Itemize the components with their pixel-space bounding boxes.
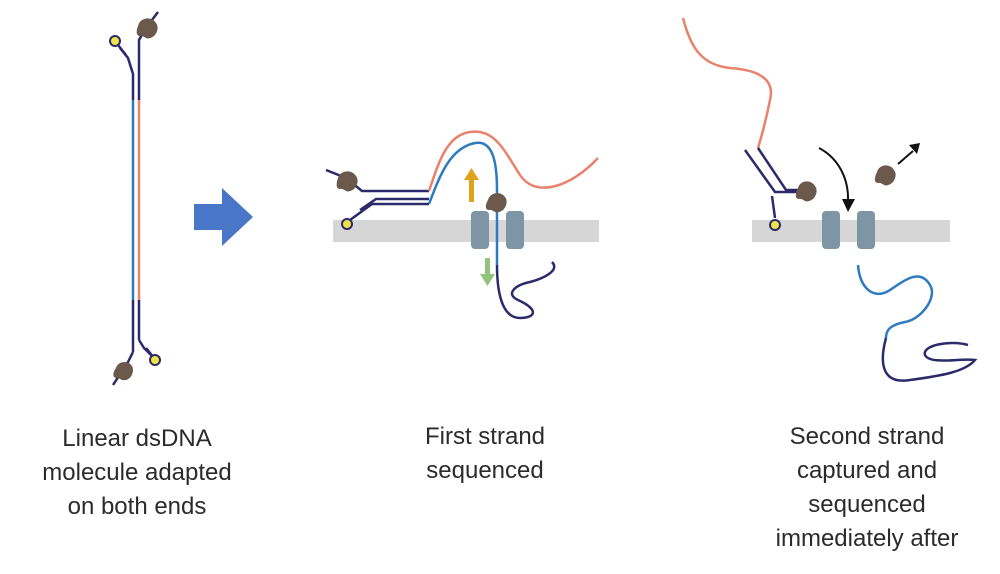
panel-2-first-strand: [325, 130, 599, 320]
strand-dark-c: [770, 195, 777, 219]
motor-protein-left: [336, 171, 358, 192]
caption-line: immediately after: [775, 525, 959, 552]
caption-line: First strand: [424, 423, 546, 450]
strand-left-top: [119, 47, 135, 100]
tether: [769, 219, 781, 231]
motor-protein-bottom: [113, 362, 134, 381]
transition-arrow-icon: [194, 188, 253, 246]
motor-protein-released: [874, 165, 896, 186]
dark-strand-below: [881, 337, 978, 382]
caption-line: Linear dsDNA: [62, 425, 212, 452]
caption-line: on both ends: [67, 493, 207, 520]
caption-line: sequenced: [426, 457, 544, 484]
tether-bottom: [149, 354, 161, 366]
nanopore-left: [471, 211, 489, 249]
up-arrow-icon: [469, 178, 474, 202]
strand-dark-a: [756, 147, 800, 192]
down-arrow-head: [480, 274, 495, 286]
release-arrow-icon: [897, 150, 914, 165]
nanopore-right: [506, 211, 524, 249]
tether: [341, 218, 353, 230]
dark-strand-exit: [495, 261, 556, 320]
caption-panel-1: Linear dsDNA molecule adapted on both en…: [22, 422, 252, 524]
caption-line: captured and: [796, 457, 938, 484]
strand-adapter-lower: [349, 202, 429, 222]
up-arrow-head: [464, 168, 479, 180]
nanopore-left: [822, 211, 840, 249]
blue-strand-below: [856, 264, 934, 339]
caption-line: Second strand: [789, 423, 945, 450]
caption-panel-2: First strand sequenced: [385, 420, 585, 488]
membrane: [752, 220, 950, 242]
panel-1-linear-dsdna: [109, 11, 161, 386]
membrane: [333, 220, 599, 242]
adapter-top: [117, 44, 127, 56]
blue-strand: [427, 141, 499, 265]
caption-panel-3: Second strand captured and sequenced imm…: [752, 420, 982, 556]
salmon-strand: [427, 130, 599, 192]
salmon-strand: [681, 17, 773, 149]
down-arrow-icon: [485, 258, 490, 276]
motor-protein-pore: [485, 193, 507, 213]
strand-adapter-lower-2: [359, 197, 429, 212]
nanopore-right: [857, 211, 875, 249]
strand-dark-b: [743, 149, 798, 194]
panel-3-second-strand: [681, 17, 978, 382]
capture-arrow-icon: [818, 147, 850, 203]
capture-arrow-head: [842, 199, 855, 212]
release-arrow-head: [909, 143, 920, 154]
caption-line: sequenced: [808, 491, 926, 518]
motor-protein-top: [136, 18, 158, 39]
tether-top: [109, 35, 121, 47]
caption-line: molecule adapted: [42, 459, 232, 486]
motor-protein-strand: [795, 181, 817, 202]
